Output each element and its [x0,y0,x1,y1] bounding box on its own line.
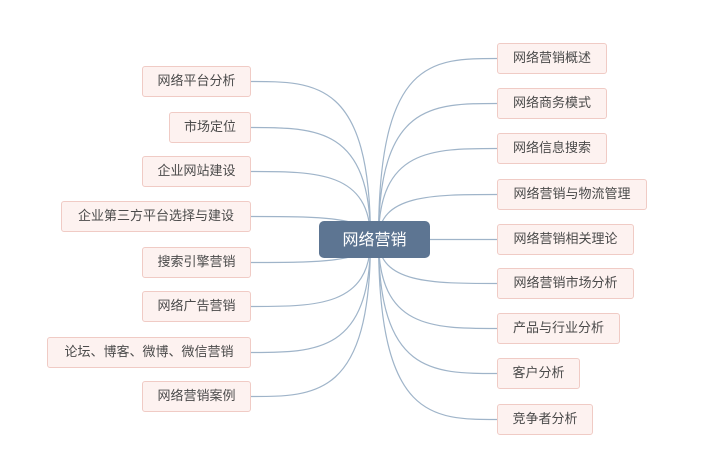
branch-link [377,239,498,421]
branch-link [377,147,498,240]
branch-node-right[interactable]: 网络信息搜索 [497,133,607,164]
branch-node-right[interactable]: 网络商务模式 [497,88,607,119]
branch-link [377,57,498,240]
branch-node-right[interactable]: 网络营销概述 [497,43,607,74]
branch-node-right[interactable]: 网络营销相关理论 [497,224,634,255]
branch-link [377,239,498,330]
branch-link [377,102,498,240]
branch-link [250,170,372,240]
branch-node-right[interactable]: 网络营销与物流管理 [497,179,647,210]
branch-node-left[interactable]: 网络营销案例 [142,381,251,412]
branch-link [250,239,372,354]
branch-node-right[interactable]: 网络营销市场分析 [497,268,634,299]
branch-link [250,80,372,240]
root-node[interactable]: 网络营销 [319,221,430,258]
branch-node-left[interactable]: 论坛、博客、微博、微信营销 [47,337,251,368]
branch-node-right[interactable]: 客户分析 [497,358,580,389]
branch-node-left[interactable]: 市场定位 [169,112,251,143]
branch-link [250,239,372,308]
branch-node-left[interactable]: 网络广告营销 [142,291,251,322]
branch-node-left[interactable]: 网络平台分析 [142,66,251,97]
branch-node-right[interactable]: 竞争者分析 [497,404,593,435]
branch-node-left[interactable]: 企业第三方平台选择与建设 [61,201,251,232]
branch-node-left[interactable]: 企业网站建设 [142,156,251,187]
branch-node-left[interactable]: 搜索引擎营销 [142,247,251,278]
branch-link [377,239,498,375]
branch-link [250,239,372,398]
branch-node-right[interactable]: 产品与行业分析 [497,313,620,344]
branch-link [250,126,372,240]
